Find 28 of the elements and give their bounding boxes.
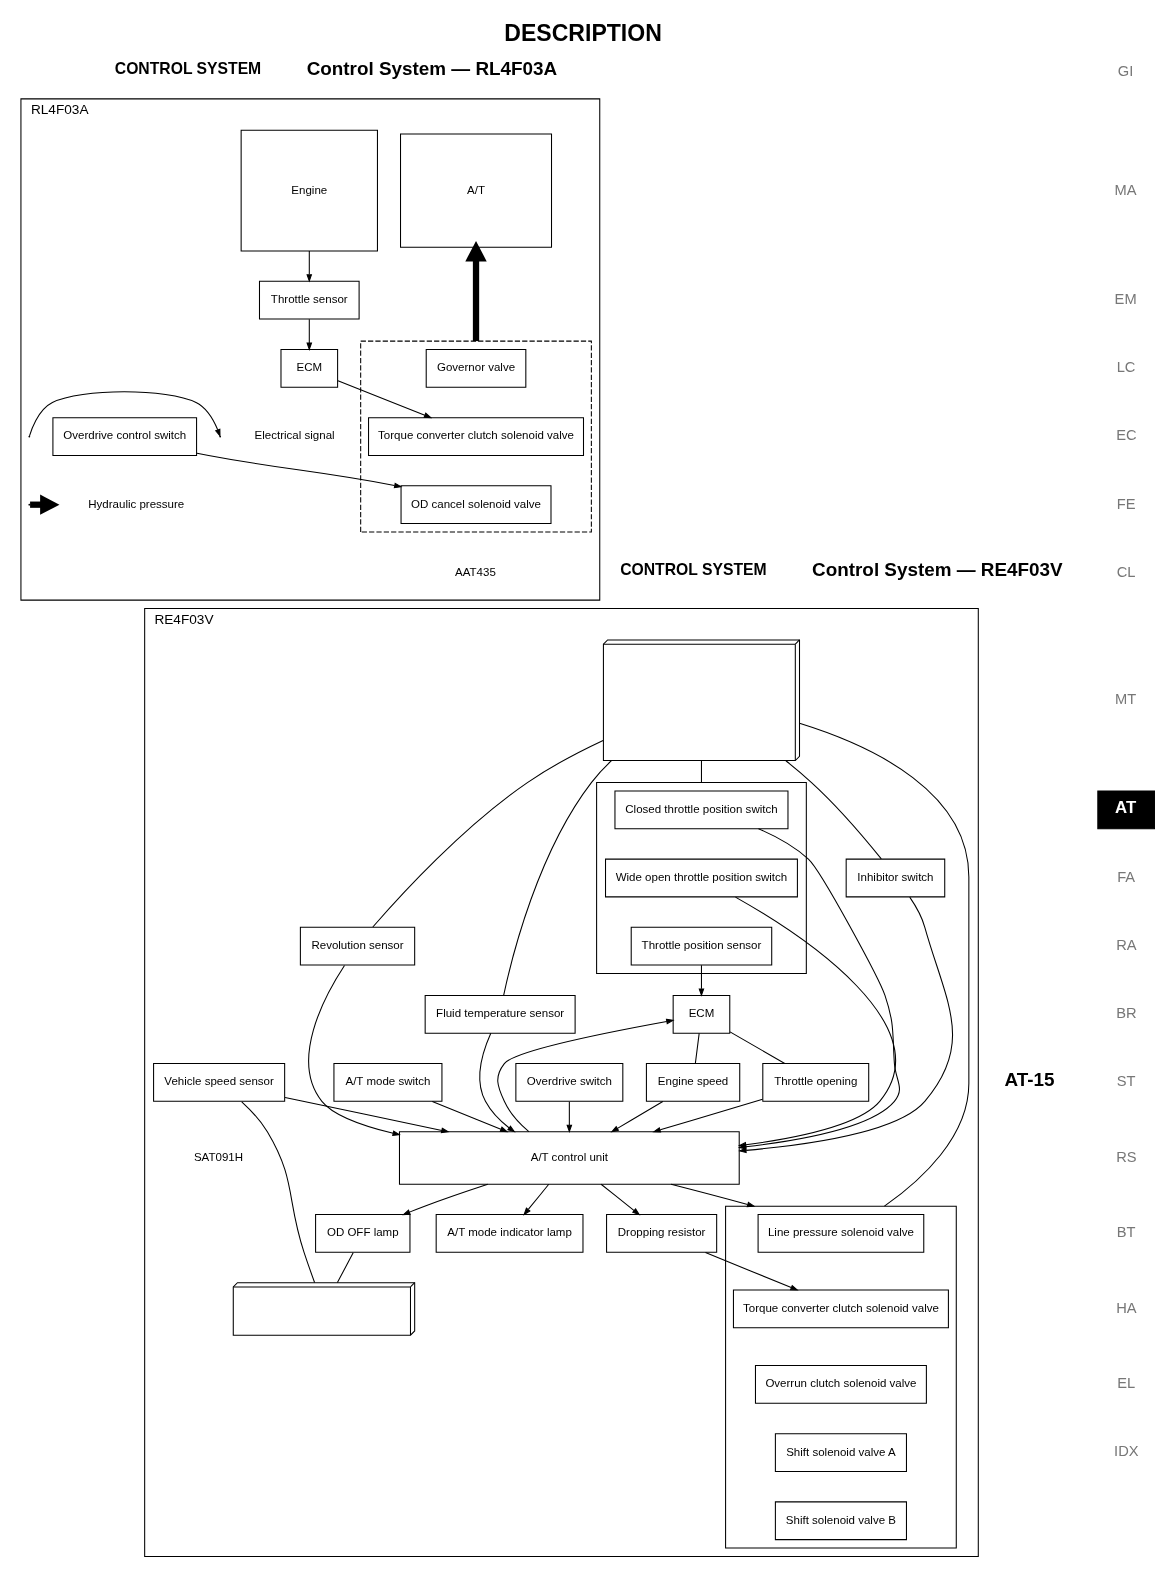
label: CL (1116, 563, 1136, 580)
label: LC (1116, 359, 1136, 376)
label: EC (1116, 427, 1137, 444)
label: EM (1114, 291, 1137, 308)
label: RS (1116, 1148, 1137, 1165)
label: BT (1116, 1224, 1136, 1241)
label: CONTROL SYSTEM (114, 60, 262, 78)
label: MA (1114, 181, 1137, 198)
label: CONTROL SYSTEM (620, 561, 767, 579)
label: AT-15 (1004, 1069, 1055, 1091)
legend-label: Electrical signal (254, 429, 335, 442)
label: RA (1116, 937, 1137, 954)
diagram-title: DESCRIPTION (504, 19, 662, 46)
label: AT (1115, 797, 1137, 817)
legend-label: Hydraulic pressure (88, 497, 185, 510)
label: Control System — RL4F03A (306, 58, 558, 80)
label: MT (1115, 691, 1137, 708)
label: IDX (1114, 1443, 1139, 1460)
label: BR (1116, 1005, 1137, 1022)
label: ST (1116, 1073, 1136, 1090)
label: FA (1117, 868, 1136, 885)
label: EL (1117, 1375, 1136, 1392)
label: Control System — RE4F03V (812, 559, 1063, 581)
label: SAT091H (193, 1150, 244, 1163)
label: FE (1116, 495, 1136, 512)
label: GI (1117, 62, 1134, 79)
label: HA (1116, 1299, 1137, 1316)
label: AAT435 (455, 565, 496, 578)
